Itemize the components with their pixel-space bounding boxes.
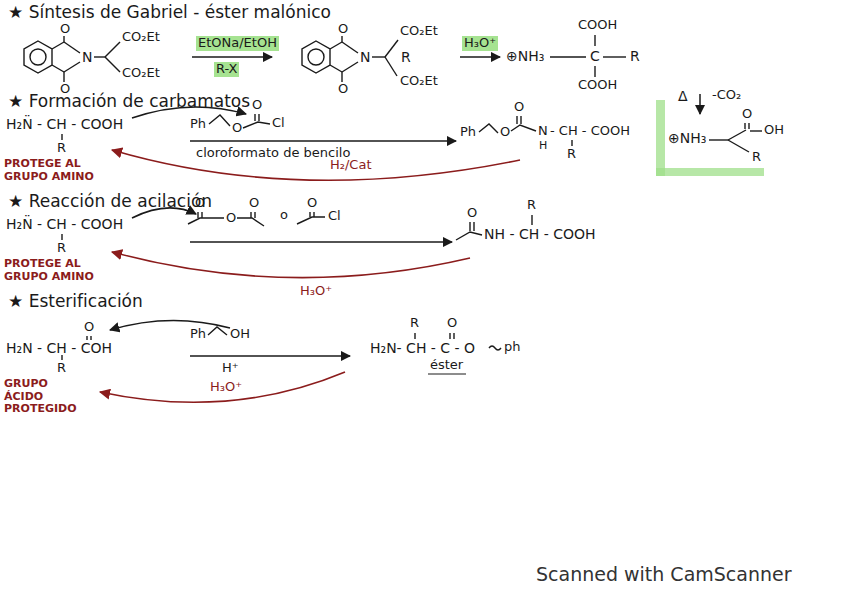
group: COOH	[578, 78, 617, 93]
formula: NH - CH - COOH	[484, 226, 596, 242]
formula: H₂N- CH - C - O	[370, 340, 475, 356]
section-heading: ★ Esterificación	[8, 292, 143, 312]
label: éster	[430, 358, 463, 373]
atom: O	[742, 107, 752, 122]
reverse-arrows	[100, 150, 520, 402]
formula: H₂N̈ - CH - COOH	[6, 216, 123, 232]
atom: O	[84, 320, 94, 335]
atom: O	[195, 196, 205, 211]
group: -CO₂	[712, 88, 741, 103]
reagent-name: cloroformato de bencilo	[196, 146, 350, 161]
section-heading: ★ Reacción de acilación	[8, 192, 212, 212]
group: R	[527, 198, 536, 213]
section-heading: ★ Síntesis de Gabriel - éster malónico	[8, 3, 331, 23]
atom: Cl	[328, 209, 341, 224]
note: PROTEGE AL GRUPO AMINO	[4, 258, 99, 283]
group: R	[57, 141, 66, 156]
group: CO₂Et	[400, 24, 438, 39]
highlight	[656, 168, 764, 176]
group: R	[630, 48, 640, 64]
atom: H	[539, 140, 547, 153]
group: R	[567, 147, 576, 162]
formula: H₂N - CH - COH	[6, 340, 112, 356]
formula: - CH - COOH	[550, 124, 630, 139]
group: CO₂Et	[122, 30, 160, 45]
group: Ph	[190, 117, 206, 132]
group: CO₂Et	[400, 74, 438, 89]
atom: C	[590, 48, 600, 64]
atom: N	[82, 49, 92, 65]
atom: N	[538, 124, 548, 139]
group: Ph	[190, 327, 206, 342]
atom: O	[500, 125, 510, 140]
formula: H₂N̈ - CH - COOH	[6, 116, 123, 132]
watermark: Scanned with CamScanner	[536, 564, 792, 586]
atom: O	[307, 196, 317, 211]
group: R	[57, 241, 66, 256]
atom: O	[514, 100, 524, 115]
atom: O	[467, 206, 477, 221]
group: Ph	[460, 125, 476, 140]
group: ⊕NH₃	[506, 48, 544, 64]
reagent: H₂/Cat	[330, 158, 372, 173]
group: ph	[504, 340, 521, 355]
reagent: EtONa/EtOH	[196, 36, 279, 51]
note: PROTEGE AL GRUPO AMINO	[4, 158, 99, 183]
reagent: H₃O⁺	[210, 380, 242, 395]
atom: Cl	[272, 116, 285, 131]
group: R	[57, 361, 66, 376]
atom: O	[60, 22, 70, 37]
group: CO₂Et	[122, 66, 160, 81]
note: GRUPO ÁCIDO PROTEGIDO	[4, 378, 76, 416]
group: COOH	[578, 18, 617, 33]
reagent: H₃O⁺	[300, 284, 332, 299]
group: R	[410, 316, 419, 331]
group: R	[401, 49, 411, 65]
atom: O	[338, 82, 348, 97]
conjunction: o	[280, 208, 288, 223]
atom: O	[226, 211, 236, 226]
atom: O	[338, 22, 348, 37]
reagent: R-X	[214, 62, 239, 77]
symbol: Δ	[678, 88, 688, 104]
group: ⊕NH₃	[668, 130, 706, 146]
atom: O	[232, 121, 242, 136]
atom: N	[360, 49, 370, 65]
group: OH	[230, 327, 250, 342]
atom: O	[249, 196, 259, 211]
group: OH	[764, 123, 784, 138]
atom: O	[252, 98, 262, 113]
atom: O	[447, 316, 457, 331]
group: R	[752, 150, 761, 165]
reagent: H⁺	[222, 361, 239, 376]
section-heading: ★ Formación de carbamatos	[8, 92, 250, 112]
highlight	[656, 100, 665, 176]
reagent: H₃O⁺	[462, 36, 498, 51]
